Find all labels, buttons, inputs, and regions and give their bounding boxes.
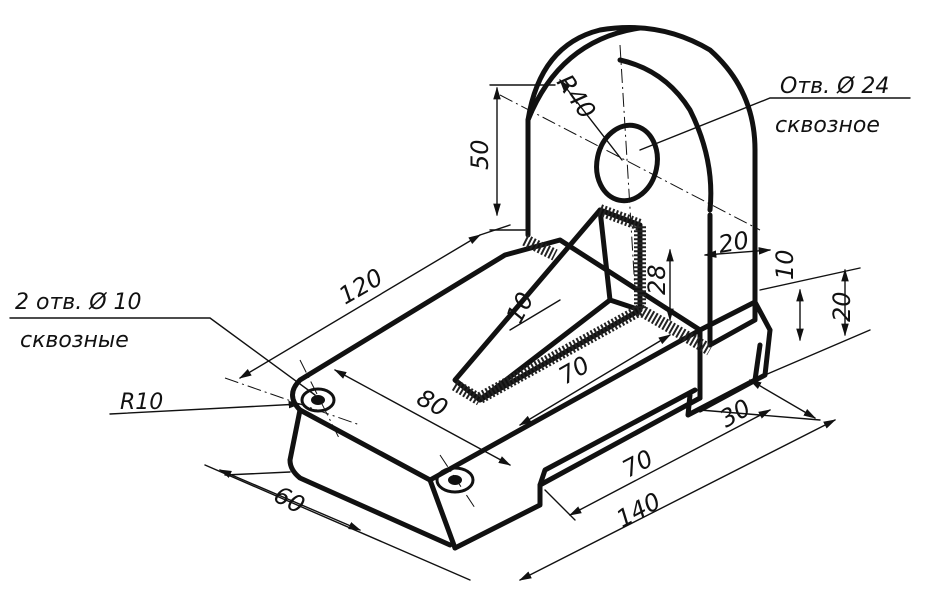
dim-h10: 10 bbox=[771, 249, 799, 280]
dim-h20: 20 bbox=[828, 291, 856, 322]
dim-len140: 140 bbox=[612, 487, 666, 533]
dimension-lines bbox=[9, 79, 911, 581]
holes10-note-line2: сквозные bbox=[20, 328, 129, 353]
callout-notes: Отв. Ø 24 сквозное 2 отв. Ø 10 сквозные … bbox=[15, 74, 889, 415]
hole24-note-line1: Отв. Ø 24 bbox=[780, 74, 889, 99]
dim-len120: 120 bbox=[334, 263, 388, 310]
rib bbox=[452, 207, 643, 403]
mounting-hole-left bbox=[300, 387, 336, 413]
dim-r40: R40 bbox=[551, 69, 601, 124]
dimension-texts: R40 50 120 10 28 70 20 10 20 80 60 70 14… bbox=[269, 69, 856, 533]
dim-len70-bottom: 70 bbox=[618, 444, 658, 483]
hole24-note-line2: сквозное bbox=[775, 113, 880, 138]
dim-len80: 80 bbox=[412, 384, 452, 423]
dim-thick20-upright: 20 bbox=[716, 226, 751, 259]
mounting-hole-front bbox=[435, 466, 475, 494]
upright-plate bbox=[525, 25, 758, 348]
r10-note: R10 bbox=[120, 390, 163, 415]
holes10-note-line1: 2 отв. Ø 10 bbox=[15, 290, 142, 315]
dim-rib28: 28 bbox=[643, 264, 671, 295]
center-lines bbox=[224, 44, 761, 509]
dim-h50: 50 bbox=[466, 139, 494, 170]
dim-w60: 60 bbox=[269, 481, 309, 520]
